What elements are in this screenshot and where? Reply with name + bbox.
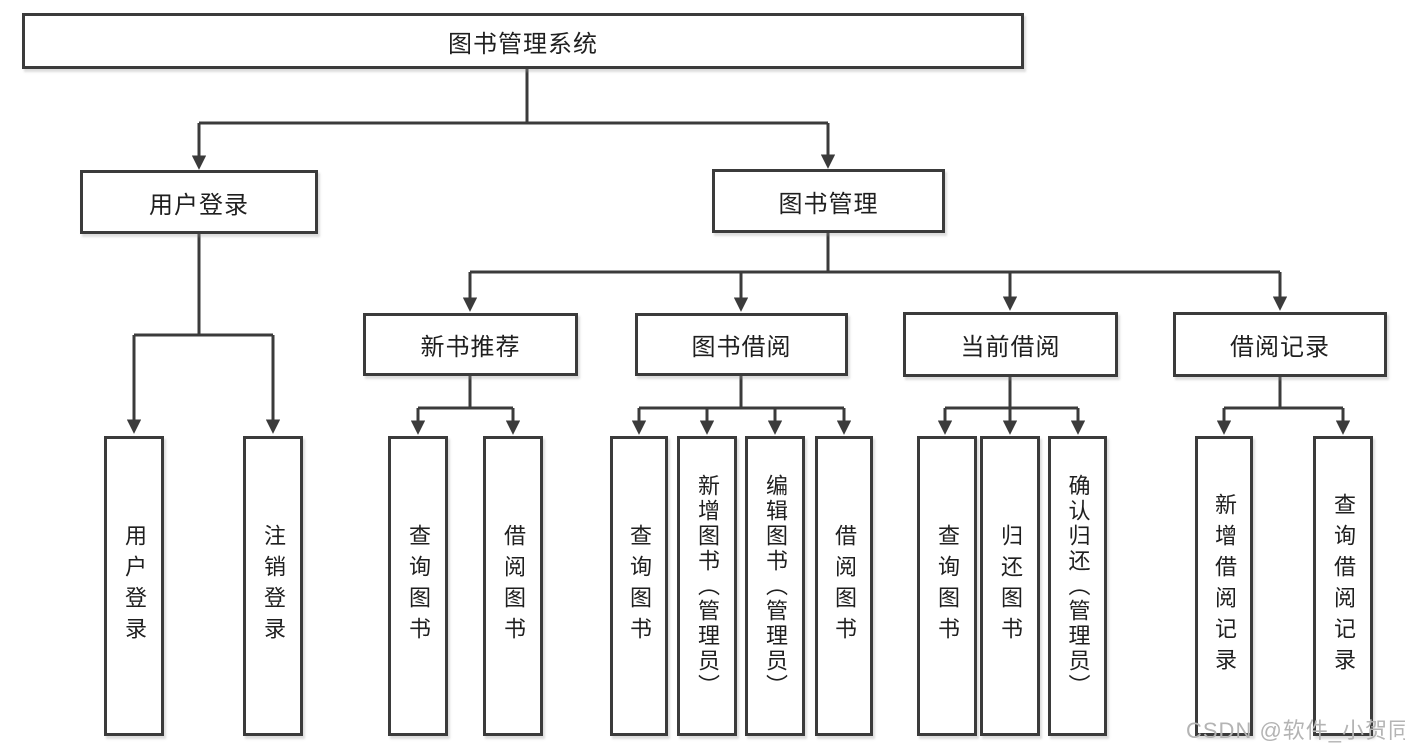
leaf-query-books-borrow: 查询图书 <box>610 436 668 736</box>
node-label: 用户登录 <box>149 191 249 219</box>
node-current-borrowing: 当前借阅 <box>903 312 1118 377</box>
leaf-label: 查询借阅记录 <box>1331 493 1356 679</box>
leaf-edit-book-admin: 编辑图书（管理员） <box>745 436 805 736</box>
leaf-query-books-recommend: 查询图书 <box>388 436 448 736</box>
node-label: 借阅记录 <box>1230 334 1330 361</box>
leaf-logout: 注销登录 <box>243 436 303 736</box>
leaf-label: 查询图书 <box>406 524 431 648</box>
leaf-borrow-books-recommend: 借阅图书 <box>483 436 543 736</box>
node-label: 图书借阅 <box>691 334 792 361</box>
leaf-label: 归还图书 <box>998 524 1023 648</box>
node-label: 新书推荐 <box>420 334 521 361</box>
leaf-borrow-books: 借阅图书 <box>815 436 873 736</box>
leaf-label: 新增借阅记录 <box>1212 493 1237 679</box>
leaf-label: 编辑图书（管理员） <box>763 473 788 699</box>
leaf-return-books: 归还图书 <box>980 436 1040 736</box>
leaf-label: 借阅图书 <box>501 524 526 648</box>
leaf-add-borrow-record: 新增借阅记录 <box>1195 436 1253 736</box>
leaf-query-books-current: 查询图书 <box>917 436 977 736</box>
node-label: 图书管理 <box>778 190 879 218</box>
leaf-label: 查询图书 <box>627 524 652 648</box>
node-root-library-system: 图书管理系统 <box>22 13 1024 69</box>
leaf-label: 用户登录 <box>122 524 147 648</box>
leaf-label: 确认归还（管理员） <box>1065 473 1091 699</box>
node-new-book-recommendation: 新书推荐 <box>363 313 578 376</box>
leaf-label: 注销登录 <box>261 524 286 648</box>
leaf-user-login: 用户登录 <box>104 436 164 736</box>
node-book-management: 图书管理 <box>712 169 945 233</box>
node-borrowing-records: 借阅记录 <box>1173 312 1387 377</box>
node-label: 当前借阅 <box>960 334 1061 361</box>
leaf-add-book-admin: 新增图书（管理员） <box>677 436 737 736</box>
leaf-confirm-return-admin: 确认归还（管理员） <box>1048 436 1107 736</box>
leaf-query-borrow-record: 查询借阅记录 <box>1313 436 1373 736</box>
node-user-login: 用户登录 <box>80 170 318 234</box>
leaf-label: 借阅图书 <box>832 524 857 648</box>
leaf-label: 新增图书（管理员） <box>695 473 720 699</box>
csdn-watermark: CSDN @软件_小贺同学 <box>1186 718 1405 743</box>
node-book-borrowing: 图书借阅 <box>635 313 848 376</box>
leaf-label: 查询图书 <box>935 524 960 648</box>
node-label: 图书管理系统 <box>448 30 598 58</box>
